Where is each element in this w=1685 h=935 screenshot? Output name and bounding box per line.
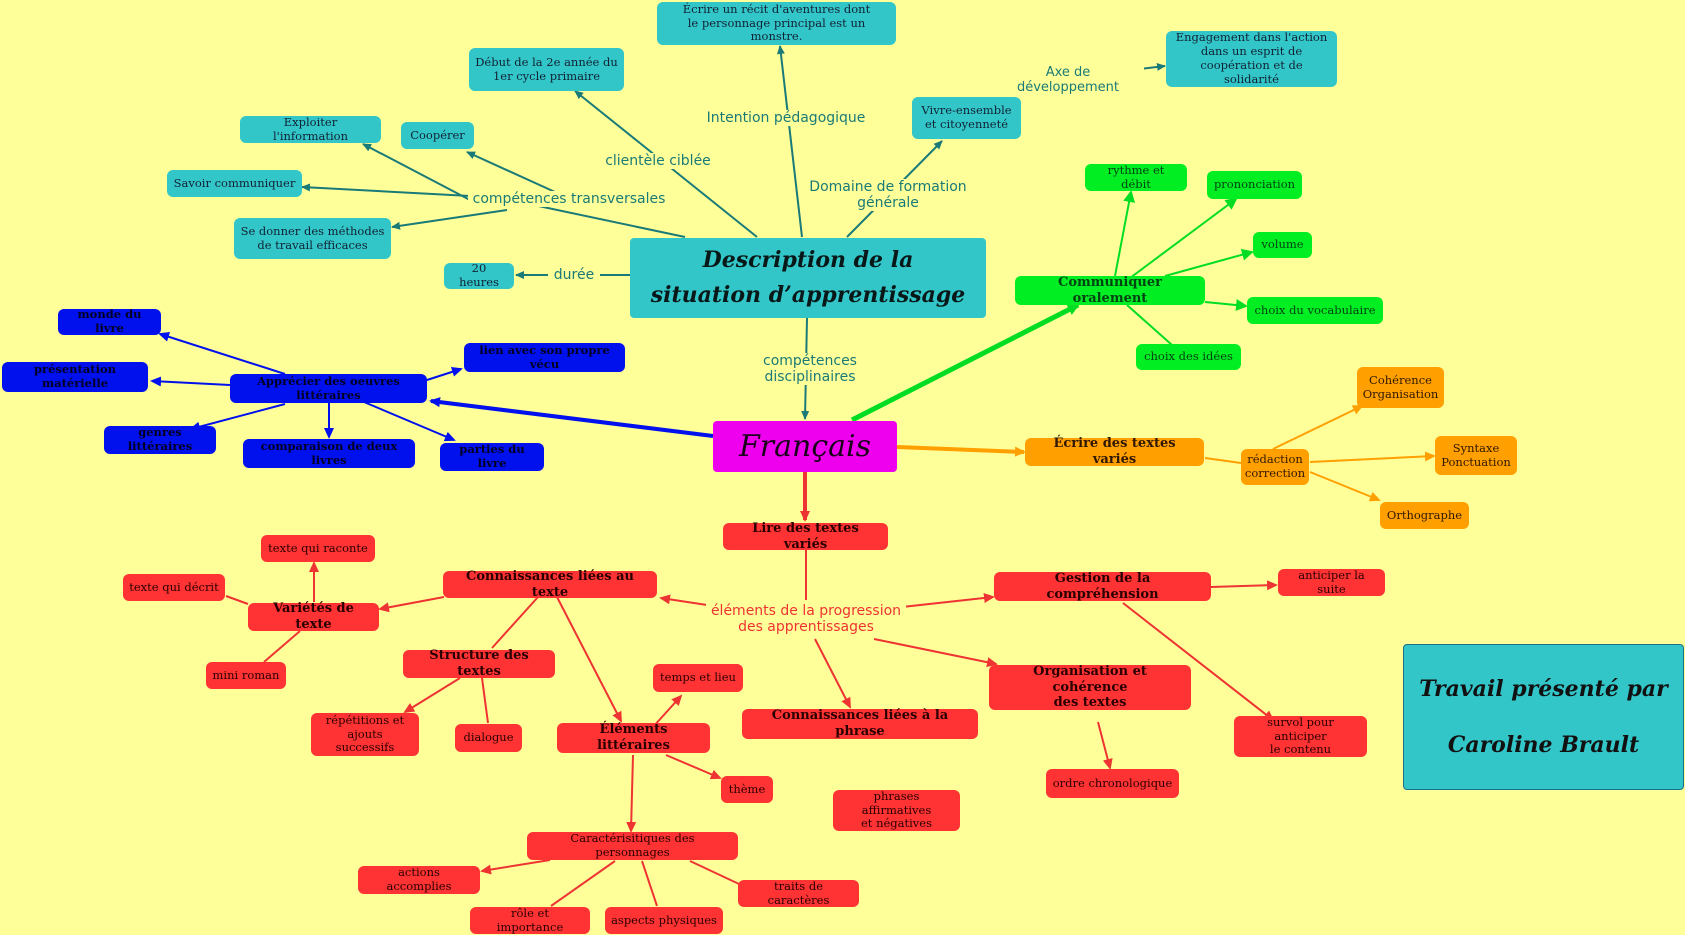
center-node-francais[interactable]: Français (713, 421, 897, 472)
connaissances-phrase-node[interactable]: Connaissances liées à la phrase (742, 708, 978, 739)
oral-item-rythme[interactable]: rythme et débit (1085, 163, 1187, 191)
variete-decrit[interactable]: texte qui décrit (123, 574, 225, 601)
credit-line-1: Travail présenté par (1419, 676, 1668, 702)
oral-node[interactable]: Communiquer oralement (1015, 275, 1205, 306)
apprecier-item-genres[interactable]: genres littéraires (104, 425, 216, 454)
axe-node[interactable]: Engagement dans l'action dans un esprit … (1166, 31, 1337, 87)
connaissances-texte-node[interactable]: Connaissances liées au texte (443, 569, 657, 600)
competence-exploiter[interactable]: Exploiter l'information (240, 115, 381, 143)
ecrire-item-coherence[interactable]: Cohérence Organisation (1357, 367, 1444, 408)
label-duree: durée (548, 267, 600, 284)
domaine-node[interactable]: Vivre-ensemble et citoyenneté (912, 97, 1021, 139)
credit-box: Travail présenté par Caroline Brault (1403, 644, 1684, 790)
label-domaine-formation: Domaine de formation générale (803, 179, 973, 212)
structure-repetitions[interactable]: répétitions et ajouts successifs (311, 713, 419, 756)
label-competences-transversales: compétences transversales (468, 191, 670, 208)
structure-node[interactable]: Structure des textes (403, 648, 555, 679)
apprecier-item-presentation[interactable]: présentation matérielle (2, 362, 148, 392)
label-progression: éléments de la progression des apprentis… (706, 603, 906, 636)
ecrire-hub-redaction[interactable]: rédaction correction (1241, 449, 1309, 485)
clientele-node[interactable]: Début de la 2e année du 1er cycle primai… (469, 48, 624, 91)
oral-item-volume[interactable]: volume (1253, 232, 1312, 258)
label-clientele-ciblee: clientèle ciblée (600, 153, 716, 170)
caracteristiques-node[interactable]: Caractérisitiques des personnages (527, 831, 738, 860)
credit-line-2: Caroline Brault (1447, 732, 1640, 758)
organisation-node[interactable]: Organisation et cohérence des textes (989, 664, 1191, 710)
phrase-affirmatives[interactable]: phrases affirmatives et négatives (833, 789, 960, 831)
label-competences-disciplinaires: compétences disciplinaires (760, 353, 860, 386)
oral-item-prononciation[interactable]: prononciation (1207, 171, 1302, 199)
lire-node[interactable]: Lire des textes variés (723, 521, 888, 552)
gestion-survol[interactable]: survol pour anticiper le contenu (1234, 715, 1367, 757)
label-intention-pedagogique: Intention pédagogique (702, 110, 870, 127)
variete-raconte[interactable]: texte qui raconte (261, 535, 375, 562)
caract-aspects[interactable]: aspects physiques (605, 907, 723, 934)
variete-mini-roman[interactable]: mini roman (206, 662, 286, 689)
caract-actions[interactable]: actions accomplies (358, 865, 480, 894)
description-node[interactable]: Description de la situation d’apprentiss… (630, 238, 986, 318)
intention-node[interactable]: Écrire un récit d'aventures dont le pers… (657, 2, 896, 45)
apprecier-item-lien[interactable]: lien avec son propre vécu (464, 343, 625, 372)
caract-traits[interactable]: traits de caractères (738, 879, 859, 907)
competence-cooperer[interactable]: Coopérer (401, 122, 474, 149)
structure-dialogue[interactable]: dialogue (455, 724, 522, 752)
competence-communiquer[interactable]: Savoir communiquer (167, 170, 302, 197)
apprecier-item-monde[interactable]: monde du livre (58, 307, 161, 335)
label-axe-developpement: Axe de développement (992, 65, 1144, 96)
caract-role[interactable]: rôle et importance (470, 906, 590, 934)
organisation-chronologique[interactable]: ordre chronologique (1046, 769, 1179, 798)
gestion-anticiper[interactable]: anticiper la suite (1278, 568, 1385, 596)
gestion-node[interactable]: Gestion de la compréhension (994, 571, 1211, 602)
oral-item-vocabulaire[interactable]: choix du vocabulaire (1247, 297, 1383, 324)
ecrire-item-orthographe[interactable]: Orthographe (1380, 502, 1469, 529)
ecrire-node[interactable]: Écrire des textes variés (1025, 436, 1204, 467)
elements-theme[interactable]: thème (721, 776, 773, 803)
varietes-node[interactable]: Variétés de texte (248, 601, 379, 632)
ecrire-item-syntaxe[interactable]: Syntaxe Ponctuation (1435, 436, 1517, 475)
duree-node[interactable]: 20 heures (444, 261, 514, 289)
elements-temps-lieu[interactable]: temps et lieu (653, 664, 743, 692)
apprecier-item-comparaison[interactable]: comparaison de deux livres (243, 439, 415, 468)
elements-node[interactable]: Éléments littéraires (557, 722, 710, 753)
apprecier-node[interactable]: Apprécier des oeuvres littéraires (230, 374, 427, 403)
competence-methodes[interactable]: Se donner des méthodes de travail effica… (234, 218, 391, 259)
apprecier-item-parties[interactable]: parties du livre (440, 442, 544, 471)
oral-item-idees[interactable]: choix des idées (1136, 344, 1241, 370)
